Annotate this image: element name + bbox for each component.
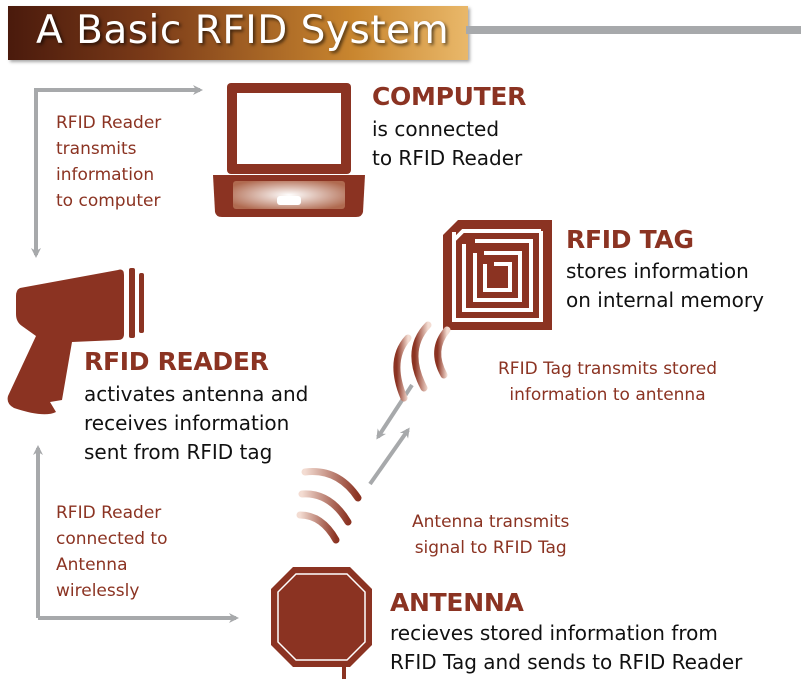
computer-heading: COMPUTER [372,82,527,111]
reader-desc-line: receives information [84,411,290,435]
title-banner [8,6,468,60]
note-line: RFID Reader [56,113,162,133]
computer-desc-line: to RFID Reader [372,146,523,170]
note-line: to computer [56,191,161,211]
note-line: wirelessly [56,581,140,601]
note-reader-to-computer: RFID Reader transmits information to com… [56,110,161,214]
signal-wave-icon [296,468,362,544]
computer-desc-line: is connected [372,117,500,141]
rfid-tag-icon [443,220,552,330]
antenna-heading: ANTENNA [390,588,524,617]
antenna-desc-line: RFID Tag and sends to RFID Reader [390,650,743,674]
tag-description: stores information on internal memory [566,257,764,315]
laptop-icon [213,83,365,217]
note-line: Antenna [56,555,128,575]
rfid-reader-gun-icon [7,268,144,415]
arrow-tag-to-antenna [376,383,414,440]
flow-arrows [31,85,414,623]
note-tag-to-antenna: RFID Tag transmits stored information to… [498,356,717,408]
reader-heading: RFID READER [84,347,269,376]
tag-heading: RFID TAG [566,225,694,254]
tag-desc-line: on internal memory [566,288,764,312]
antenna-description: recieves stored information from RFID Ta… [390,619,742,677]
antenna-desc-line: recieves stored information from [390,621,718,645]
note-line: information to antenna [509,385,706,405]
antenna-icon [271,567,372,679]
note-line: RFID Tag transmits stored [498,359,717,379]
note-line: signal to RFID Tag [414,538,567,558]
arrow-antenna-to-tag [368,427,410,486]
tag-desc-line: stores information [566,259,749,283]
note-line: transmits [56,139,137,159]
reader-description: activates antenna and receives informati… [84,380,308,467]
note-line: connected to [56,529,168,549]
note-line: Antenna transmits [412,512,570,532]
reader-desc-line: sent from RFID tag [84,440,273,464]
reader-desc-line: activates antenna and [84,382,309,406]
note-line: information [56,165,155,185]
computer-description: is connected to RFID Reader [372,115,522,173]
title-rule [466,26,801,34]
note-line: RFID Reader [56,503,162,523]
page-title: A Basic RFID System [36,8,450,53]
note-antenna-to-tag: Antenna transmits signal to RFID Tag [412,509,569,561]
note-reader-antenna-link: RFID Reader connected to Antenna wireles… [56,500,168,604]
arrow-reader-to-computer [34,85,203,230]
signal-wave-icon [393,321,451,402]
